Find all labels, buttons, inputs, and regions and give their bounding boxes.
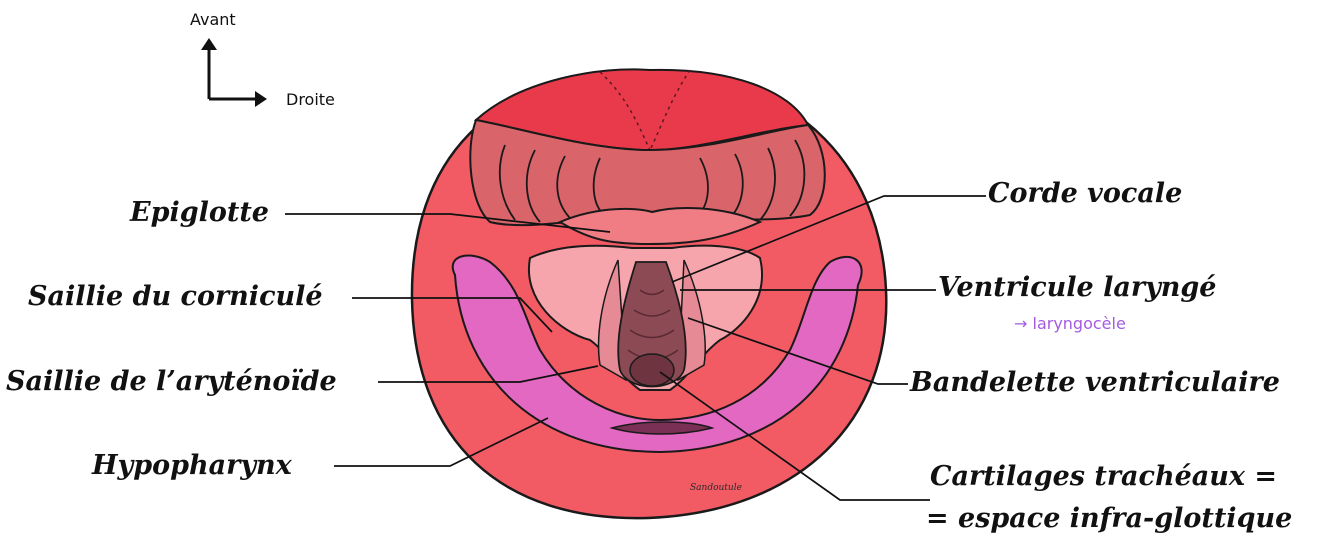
signature: Sandoutule [690, 483, 742, 493]
orientation-droite: Droite [286, 90, 335, 109]
label-saillie-arytenoide: Saillie de l’aryténoïde [6, 368, 337, 395]
label-hypopharynx: Hypopharynx [92, 452, 292, 479]
label-bandelette: Bandelette ventriculaire [910, 369, 1280, 396]
label-cartilages-1: Cartilages trachéaux = [930, 463, 1277, 490]
orientation-arrows [201, 38, 267, 107]
label-corde-vocale: Corde vocale [988, 180, 1182, 207]
label-ventricule-note: → laryngocèle [1014, 314, 1126, 333]
label-ventricule: Ventricule laryngé [938, 274, 1217, 301]
label-cartilages-2: = espace infra-glottique [926, 505, 1292, 532]
label-epiglotte: Epiglotte [130, 199, 269, 226]
label-saillie-cornicule: Saillie du corniculé [28, 283, 323, 310]
orientation-avant: Avant [190, 10, 236, 29]
subglottic-space [630, 354, 674, 386]
